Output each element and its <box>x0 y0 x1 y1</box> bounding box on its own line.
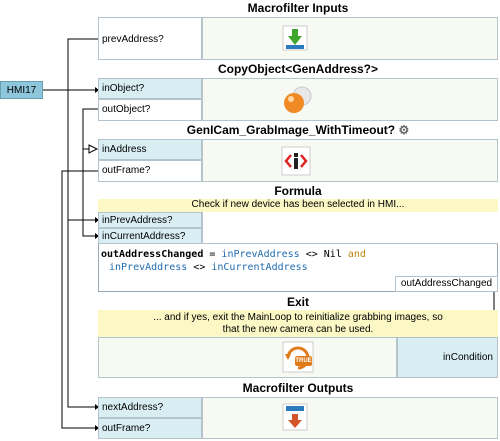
port-out-frame-output[interactable]: outFrame? <box>98 418 202 439</box>
formula-output-name: outAddressChanged <box>101 249 204 260</box>
formula-title: Formula <box>274 184 322 198</box>
formula-var-prev-2: inPrevAddress <box>109 262 188 273</box>
true-badge-icon: TRUE <box>280 340 316 374</box>
grab-image-icon-area <box>202 139 498 182</box>
macrofilter-inputs-icon-area <box>202 17 498 60</box>
port-in-object[interactable]: inObject? <box>98 78 202 99</box>
sphere-icon <box>280 84 314 116</box>
macrofilter-outputs-icon-area <box>202 397 498 439</box>
exit-note-line1: ... and if yes, exit the MainLoop to rei… <box>153 312 443 323</box>
port-prev-address[interactable]: prevAddress? <box>98 17 202 60</box>
port-next-address[interactable]: nextAddress? <box>98 397 202 418</box>
copy-object-icon-area <box>202 78 498 121</box>
formula-note: Check if new device has been selected in… <box>98 199 498 212</box>
macrofilter-inputs-title: Macrofilter Inputs <box>247 1 349 15</box>
grab-image-title: GenICam_GrabImage_WithTimeout? ⚙ <box>98 122 498 139</box>
formula-op-nil: <> Nil <box>299 249 348 260</box>
grab-image-title-text: GenICam_GrabImage_WithTimeout? <box>186 123 396 137</box>
formula-var-prev: inPrevAddress <box>221 249 300 260</box>
upload-icon <box>280 402 310 432</box>
formula-var-current: inCurrentAddress <box>211 262 308 273</box>
port-out-object[interactable]: outObject? <box>98 99 202 121</box>
exit-icon-area <box>98 337 397 378</box>
formula-port-spacer <box>202 212 498 244</box>
exit-title: Exit <box>286 295 309 309</box>
port-in-current-address[interactable]: inCurrentAddress? <box>98 228 202 244</box>
port-in-prev-address[interactable]: inPrevAddress? <box>98 212 202 228</box>
port-out-frame[interactable]: outFrame? <box>98 160 202 182</box>
gear-icon[interactable]: ⚙ <box>398 123 410 137</box>
hmi-tag[interactable]: HMI17 <box>0 81 43 99</box>
true-badge-text: TRUE <box>295 358 312 364</box>
port-in-condition[interactable]: inCondition <box>397 337 498 378</box>
formula-op-neq: <> <box>187 262 212 273</box>
copy-object-title: CopyObject<GenAddress?> <box>217 62 379 76</box>
exit-note: ... and if yes, exit the MainLoop to rei… <box>98 310 498 337</box>
camera-info-icon <box>280 145 312 177</box>
formula-code[interactable]: outAddressChanged = inPrevAddress <> Nil… <box>98 243 498 276</box>
macrofilter-outputs-title: Macrofilter Outputs <box>242 381 354 395</box>
formula-equals: = <box>203 249 222 260</box>
port-in-address[interactable]: inAddress <box>98 139 202 160</box>
exit-note-line2: that the new camera can be used. <box>222 324 374 335</box>
formula-and: and <box>347 249 366 260</box>
download-icon <box>280 24 310 52</box>
port-out-address-changed[interactable]: outAddressChanged <box>395 276 498 292</box>
